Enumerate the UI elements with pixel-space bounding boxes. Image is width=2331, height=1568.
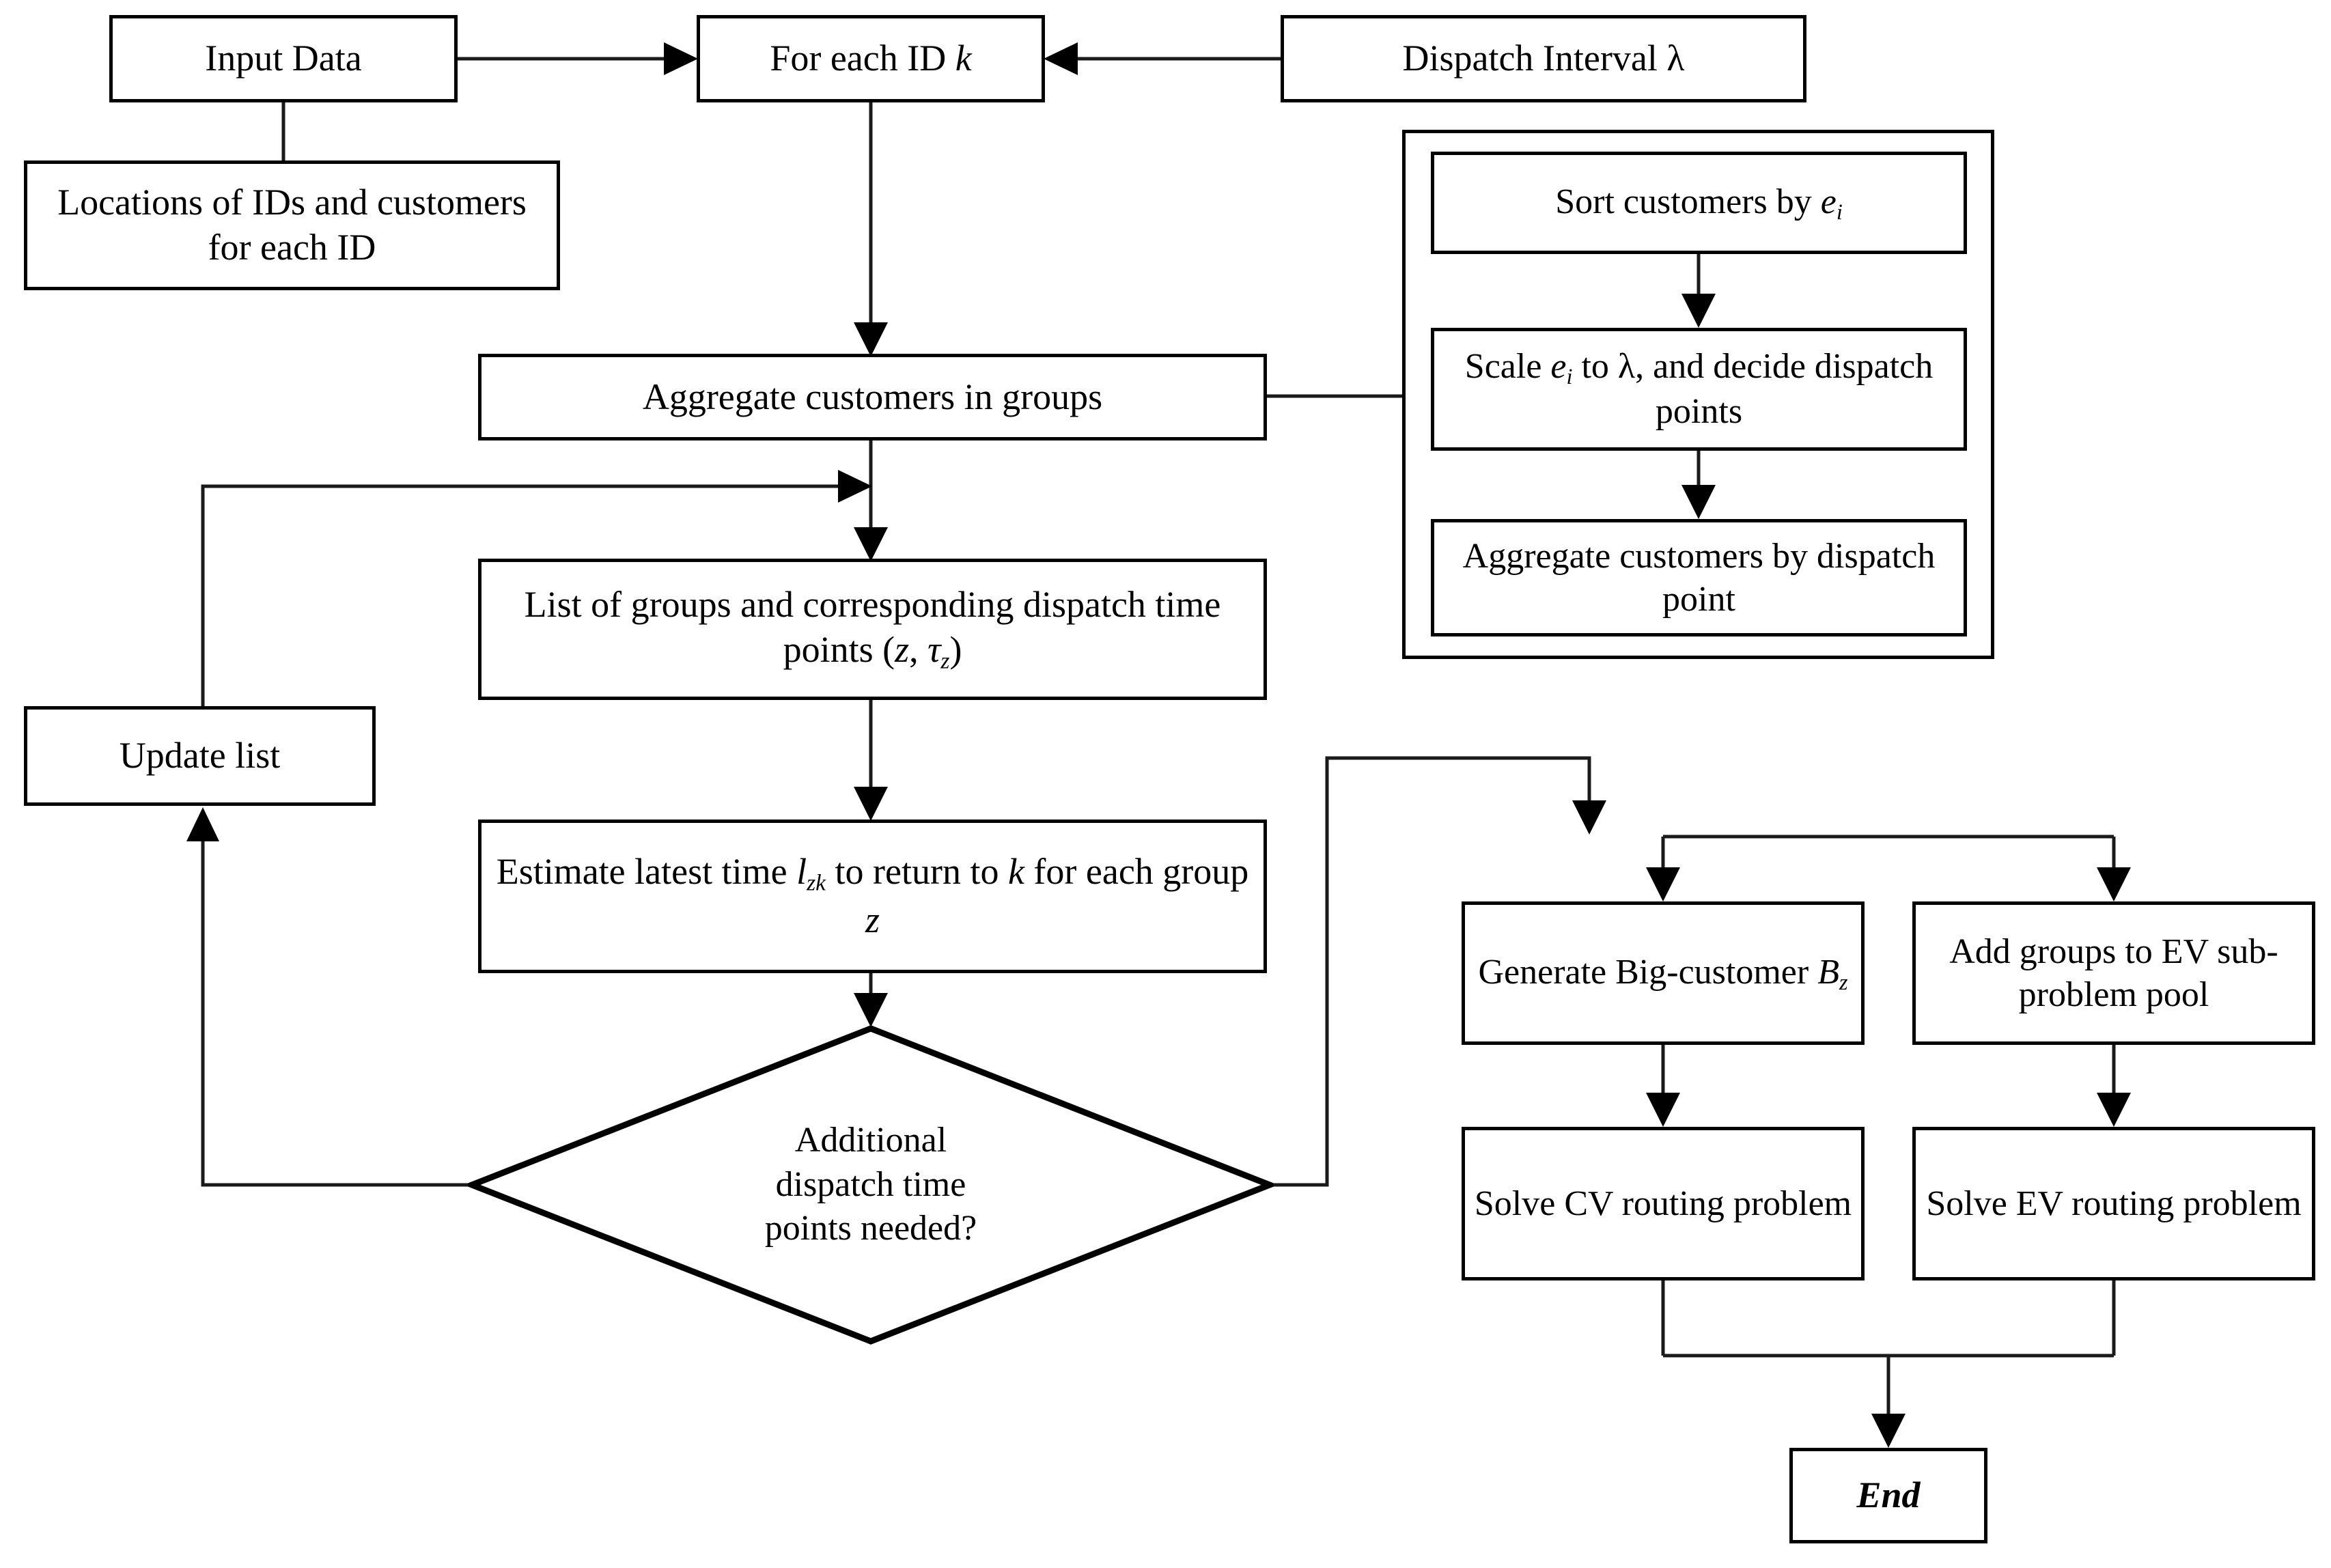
node-list-of-groups[interactable]: List of groups and corresponding dispatc… (478, 559, 1267, 700)
node-solve-cv[interactable]: Solve CV routing problem (1462, 1127, 1865, 1280)
node-aggregate-by-dispatch-point[interactable]: Aggregate customers by dispatch point (1431, 519, 1967, 636)
node-aggregate-in-groups-label: Aggregate customers in groups (642, 376, 1103, 417)
arrowhead-estimate-to-decision (854, 993, 888, 1027)
node-for-each-id-label: For each ID k (770, 38, 972, 79)
node-scale-ei-label: Scale ei to λ, and decide dispatch point… (1464, 347, 1934, 432)
group-dispatch-point-procedure (1402, 130, 1994, 659)
node-generate-big-customer[interactable]: Generate Big-customer Bz (1462, 901, 1865, 1045)
decision-diamond-shape (468, 1025, 1274, 1345)
arrowhead-updatelist-loopback (838, 470, 872, 503)
node-solve-ev[interactable]: Solve EV routing problem (1912, 1127, 2315, 1280)
arrowhead-dispatch-to-foreach (1044, 42, 1078, 75)
arrowhead-foreach-to-aggregate (854, 322, 888, 356)
node-dispatch-interval-label: Dispatch Interval λ (1402, 38, 1685, 79)
node-decision-additional-dispatch[interactable]: Additional dispatch time points needed? (468, 1024, 1274, 1345)
arrowhead-decision-to-branch (1572, 800, 1606, 835)
edge-decision-to-updatelist (201, 830, 468, 1187)
node-add-groups-ev-label: Add groups to EV sub-problem pool (1949, 932, 2278, 1014)
arrowhead-list-to-estimate (854, 787, 888, 821)
arrowhead-input-to-foreach (664, 42, 698, 75)
arrowhead-addgroups-to-solveev (2097, 1093, 2131, 1127)
arrowhead-merge-to-end (1871, 1414, 1906, 1448)
node-locations[interactable]: Locations of IDs and customers for each … (24, 160, 560, 290)
arrowhead-aggregate-to-list (854, 527, 888, 561)
node-estimate-latest-time[interactable]: Estimate latest time lzk to return to k … (478, 820, 1267, 973)
node-solve-ev-label: Solve EV routing problem (1926, 1184, 2302, 1223)
node-sort-customers-label: Sort customers by ei (1555, 182, 1843, 224)
node-aggregate-in-groups[interactable]: Aggregate customers in groups (478, 354, 1267, 440)
node-add-groups-ev[interactable]: Add groups to EV sub-problem pool (1912, 901, 2315, 1045)
node-input-data[interactable]: Input Data (109, 15, 458, 102)
node-end[interactable]: End (1789, 1448, 1987, 1543)
node-update-list-label: Update list (119, 735, 281, 776)
node-generate-big-customer-label: Generate Big-customer Bz (1478, 952, 1848, 994)
node-end-label: End (1856, 1474, 1921, 1516)
node-aggregate-by-dispatch-point-label: Aggregate customers by dispatch point (1462, 536, 1936, 619)
node-input-data-label: Input Data (205, 38, 362, 79)
node-estimate-latest-time-label: Estimate latest time lzk to return to k … (496, 851, 1249, 940)
node-list-of-groups-label: List of groups and corresponding dispatc… (524, 584, 1221, 674)
arrowhead-bigcustomer-to-solvecv (1646, 1093, 1680, 1127)
arrowhead-branch-left (1646, 867, 1680, 901)
node-for-each-id[interactable]: For each ID k (697, 15, 1045, 102)
node-sort-customers[interactable]: Sort customers by ei (1431, 152, 1967, 254)
arrowhead-branch-right (2097, 867, 2131, 901)
node-solve-cv-label: Solve CV routing problem (1474, 1184, 1852, 1223)
node-dispatch-interval[interactable]: Dispatch Interval λ (1281, 15, 1806, 102)
arrowhead-decision-to-updatelist (186, 807, 219, 841)
node-update-list[interactable]: Update list (24, 706, 376, 806)
node-locations-label: Locations of IDs and customers for each … (57, 182, 527, 268)
node-scale-ei[interactable]: Scale ei to λ, and decide dispatch point… (1431, 328, 1967, 451)
